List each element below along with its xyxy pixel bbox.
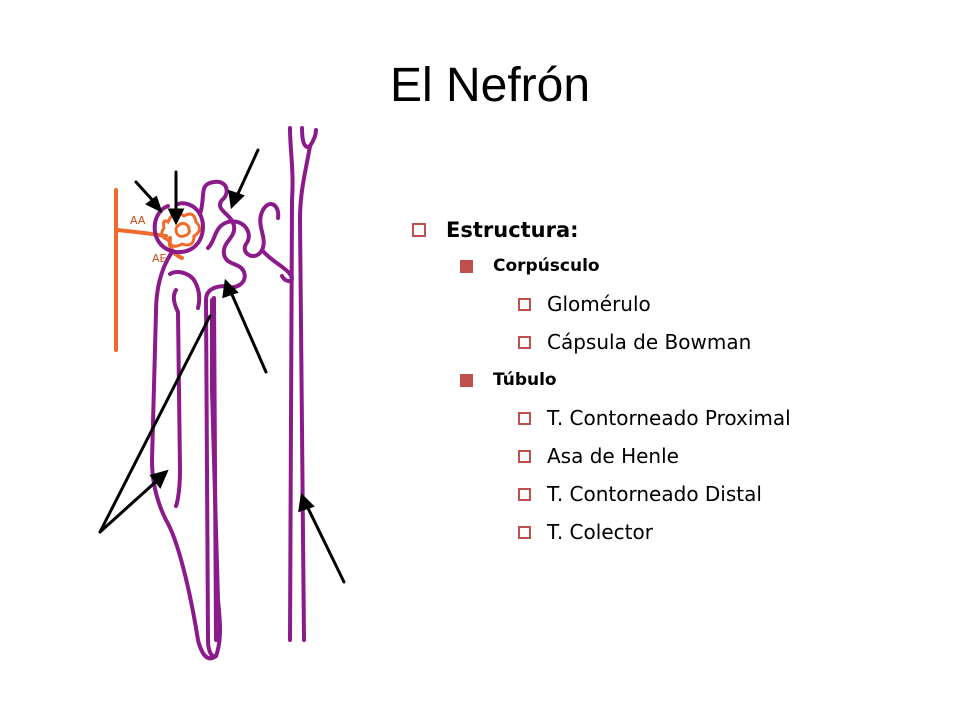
arrow-collector — [298, 492, 346, 584]
heading-text: Estructura: — [446, 218, 579, 242]
square-outline-bullet-icon — [518, 487, 531, 501]
list-item: Glomérulo — [518, 289, 791, 319]
square-outline-bullet-icon — [412, 223, 426, 237]
nephron-tubule — [150, 126, 318, 661]
square-outline-bullet-icon — [518, 411, 531, 425]
ae-label: AE — [152, 252, 167, 265]
item-text: Glomérulo — [547, 292, 651, 316]
arrow-henle-upper — [98, 314, 212, 534]
list-item: Asa de Henle — [518, 441, 791, 471]
list-item: T. Colector — [518, 517, 791, 547]
pointer-arrows — [98, 148, 346, 584]
group-label: Túbulo — [493, 370, 557, 390]
square-outline-bullet-icon — [518, 297, 531, 311]
arrow-proximal — [228, 148, 260, 210]
arrow-aa — [134, 180, 163, 213]
group-tubulo: Túbulo — [460, 365, 791, 395]
list-item: Cápsula de Bowman — [518, 327, 791, 357]
aa-label: AA — [130, 214, 146, 227]
glomerulus — [160, 211, 201, 248]
item-text: Cápsula de Bowman — [547, 330, 752, 354]
item-text: T. Contorneado Proximal — [547, 406, 791, 430]
item-text: T. Colector — [547, 520, 653, 544]
square-outline-bullet-icon — [518, 449, 531, 463]
arrow-distal — [222, 278, 268, 374]
square-filled-bullet-icon — [460, 259, 473, 273]
item-text: T. Contorneado Distal — [547, 482, 762, 506]
item-text: Asa de Henle — [547, 444, 679, 468]
nephron-diagram: AA AE — [98, 126, 346, 661]
outline: Estructura: Corpúsculo Glomérulo Cápsula… — [408, 213, 791, 555]
outline-heading: Estructura: — [408, 213, 791, 247]
list-item: T. Contorneado Proximal — [518, 403, 791, 433]
square-filled-bullet-icon — [460, 373, 473, 387]
list-item: T. Contorneado Distal — [518, 479, 791, 509]
square-outline-bullet-icon — [518, 525, 531, 539]
group-label: Corpúsculo — [493, 256, 600, 276]
square-outline-bullet-icon — [518, 335, 531, 349]
arrow-glomerulus — [167, 170, 185, 226]
slide-title: El Nefrón — [389, 59, 591, 112]
group-corpusculo: Corpúsculo — [460, 251, 791, 281]
arrow-henle-lower — [98, 469, 169, 534]
